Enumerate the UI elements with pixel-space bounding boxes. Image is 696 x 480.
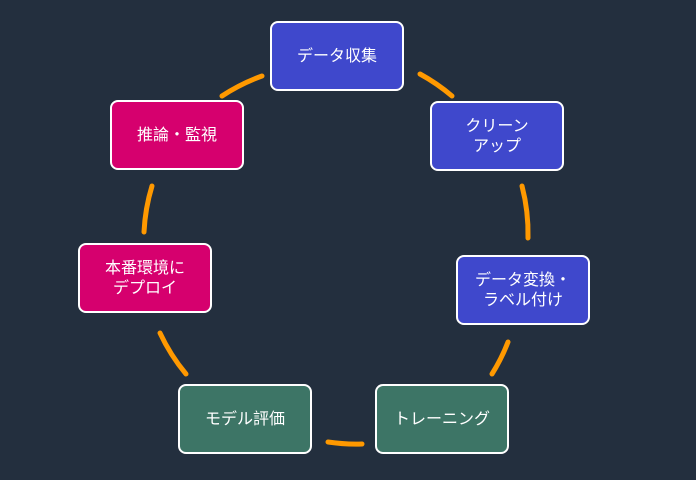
node-data-collection: データ収集 [270, 21, 404, 91]
connector-clean-to-label [519, 183, 531, 241]
connector-train-to-evaluate [325, 439, 365, 447]
node-inference-monitoring: 推論・監視 [110, 100, 244, 170]
node-data-transform-labeling: データ変換・ ラベル付け [456, 255, 590, 325]
connector-label-to-train [489, 339, 511, 377]
node-cleanup: クリーン アップ [430, 101, 564, 171]
node-model-evaluation: モデル評価 [178, 384, 312, 454]
connector-deploy-to-infer [141, 183, 155, 235]
node-training: トレーニング [375, 384, 509, 454]
connector-evaluate-to-deploy [157, 330, 189, 377]
connector-collect-to-clean [417, 71, 455, 99]
node-deploy-to-production: 本番環境に デプロイ [78, 243, 212, 313]
connector-infer-to-collect [219, 73, 265, 99]
